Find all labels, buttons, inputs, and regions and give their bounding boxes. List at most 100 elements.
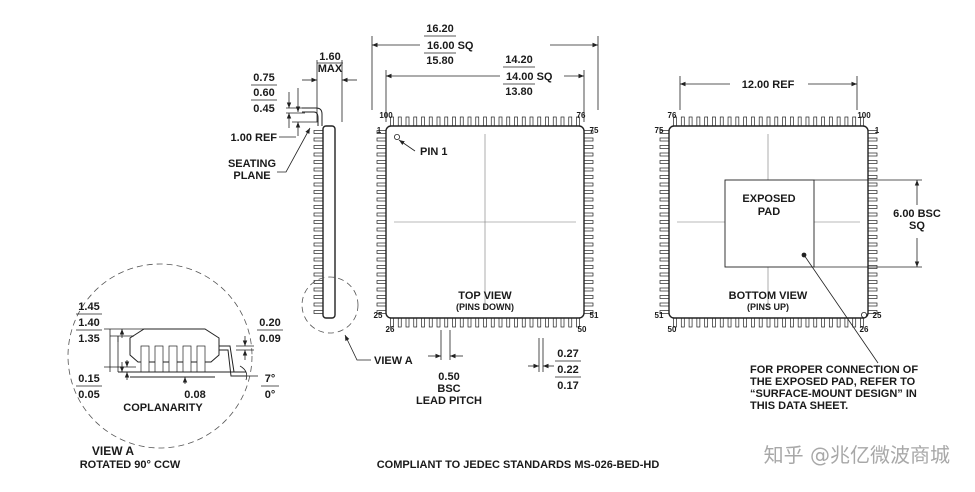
top-view-lead — [376, 287, 387, 292]
bottom-view-lead — [659, 160, 670, 164]
lead-pitch-value: 0.50 — [438, 371, 459, 383]
bottom-view-lead — [680, 317, 685, 328]
top-view-lead — [376, 302, 387, 307]
bottom-view-lead — [727, 116, 732, 127]
bottom-view-lead — [867, 272, 878, 277]
top-view-lead — [376, 257, 387, 262]
top-view-lead — [490, 116, 495, 127]
top-view-title: TOP VIEW — [458, 290, 512, 302]
bottom-pin-26: 26 — [860, 325, 869, 334]
top-view-lead — [376, 197, 387, 202]
bottom-pin-25: 25 — [873, 311, 882, 320]
view-a-thickness-min: 0.09 — [259, 333, 280, 345]
top-view-lead — [583, 212, 594, 217]
bottom-pin-76: 76 — [668, 111, 677, 120]
top-view-lead — [428, 317, 433, 328]
top-view-lead — [421, 116, 425, 127]
top-view-lead — [583, 175, 594, 179]
pad-dim-value: 6.00 BSC — [893, 208, 941, 220]
side-view-lead — [313, 160, 324, 164]
side-view: 1.60 MAX 0.75 0.60 0.45 1.00 REF SEATING… — [228, 51, 413, 367]
exposed-pad-label-1: EXPOSED — [742, 193, 795, 205]
top-view-lead — [506, 116, 511, 127]
top-view-lead — [376, 167, 387, 172]
bottom-view-lead — [852, 116, 857, 127]
bottom-view-lead — [790, 116, 794, 127]
side-height-max-label: MAX — [318, 63, 343, 75]
bottom-view-lead — [774, 317, 779, 328]
bottom-view-lead — [867, 197, 878, 202]
top-view-lead — [583, 227, 594, 232]
view-a-callout: VIEW A — [374, 355, 413, 367]
bottom-view-lead — [704, 317, 709, 328]
top-view-lead — [583, 272, 594, 277]
bottom-view-lead — [867, 152, 878, 157]
pad-note-line-4: THIS DATA SHEET. — [750, 400, 848, 412]
top-view-lead — [514, 317, 518, 328]
bottom-view: EXPOSED PAD BOTTOM VIEW (PINS UP) 76 100… — [655, 76, 941, 412]
bottom-ref-dim: 12.00 REF — [742, 79, 795, 91]
bottom-pin-51: 51 — [655, 311, 664, 320]
side-standoff-nom: 0.60 — [253, 87, 274, 99]
top-view-lead — [376, 182, 387, 187]
pin1-marker-icon — [393, 133, 400, 140]
view-a-height-max: 1.45 — [78, 301, 99, 313]
top-view-lead — [376, 220, 387, 224]
bottom-view-lead — [659, 137, 670, 142]
top-view-lead — [583, 137, 594, 142]
top-view-lead — [552, 116, 557, 127]
top-pin-76: 76 — [577, 111, 586, 120]
top-view-lead — [421, 317, 425, 328]
top-view-lead — [428, 116, 433, 127]
top-view-lead — [376, 280, 387, 284]
lead-pitch-label: LEAD PITCH — [416, 395, 482, 407]
bottom-pin-75: 75 — [655, 126, 664, 135]
view-a-angle-min: 0° — [265, 389, 276, 401]
view-a-detail-outline — [67, 263, 253, 449]
top-view-lead — [376, 235, 387, 239]
top-view-lead — [397, 116, 402, 127]
bottom-view-lead — [782, 116, 786, 127]
bottom-view-lead — [659, 190, 670, 194]
bottom-view-lead — [867, 295, 878, 299]
side-view-lead — [313, 220, 324, 224]
top-view-lead — [537, 317, 542, 328]
bottom-view-lead — [844, 116, 849, 127]
view-a-angle-max: 7° — [265, 373, 276, 385]
top-view-lead — [514, 116, 518, 127]
top-view-lead — [376, 212, 387, 217]
bottom-view-lead — [751, 317, 755, 328]
bottom-view-lead — [727, 317, 732, 328]
pad-note-line-2: THE EXPOSED PAD, REFER TO — [750, 376, 916, 388]
bottom-view-lead — [782, 317, 786, 328]
bottom-view-lead — [696, 116, 701, 127]
bottom-view-lead — [735, 317, 740, 328]
body-dim-nom: 14.00 SQ — [506, 71, 553, 83]
bottom-view-lead — [659, 295, 670, 299]
bottom-view-lead — [659, 167, 670, 172]
top-pin-50: 50 — [578, 325, 587, 334]
bottom-pin-50: 50 — [668, 325, 677, 334]
top-view-lead — [376, 265, 387, 269]
side-view-lead — [313, 280, 324, 284]
bottom-view-lead — [867, 160, 878, 164]
top-view-lead — [376, 190, 387, 194]
bottom-view-lead — [867, 302, 878, 307]
top-view-lead — [413, 317, 418, 328]
bottom-view-lead — [867, 190, 878, 194]
top-view-lead — [376, 272, 387, 277]
top-view-lead — [545, 116, 549, 127]
bottom-view-lead — [867, 205, 878, 209]
top-view-lead — [583, 205, 594, 209]
bottom-view-lead — [867, 220, 878, 224]
top-view-lead — [583, 235, 594, 239]
side-foot-ref: 1.00 REF — [231, 132, 278, 144]
top-view-lead — [537, 116, 542, 127]
top-view-lead — [583, 220, 594, 224]
top-view-lead — [583, 190, 594, 194]
top-view-lead — [397, 317, 402, 328]
side-view-lead — [313, 152, 324, 157]
top-view-lead — [583, 160, 594, 164]
top-view: PIN 1 TOP VIEW (PINS DOWN) 100 76 1 75 2… — [371, 23, 599, 407]
bottom-corner-marker-icon — [861, 311, 868, 318]
